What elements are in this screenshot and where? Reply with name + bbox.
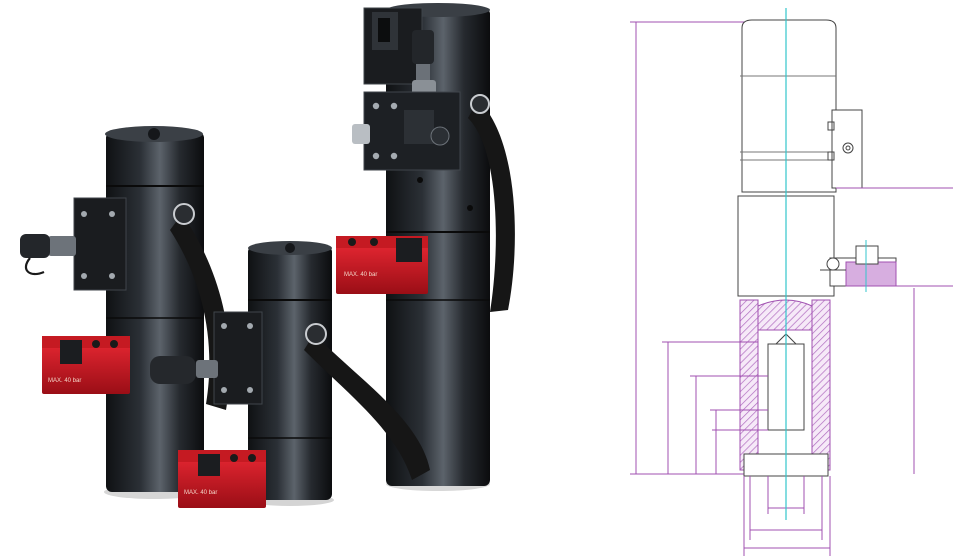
- pressure-label: MAX. 40 bar: [184, 490, 217, 496]
- technical-drawing: [630, 8, 953, 556]
- tall-tensioner: MAX. 40 bar: [336, 3, 515, 491]
- strap: [468, 100, 515, 312]
- small-tensioner: MAX. 40 bar: [150, 241, 430, 508]
- pressure-label: MAX. 40 bar: [48, 378, 81, 384]
- red-bracket: MAX. 40 bar: [336, 236, 428, 294]
- hydraulic-coupler-icon: [20, 234, 76, 276]
- large-tensioner: MAX. 40 bar: [20, 126, 230, 499]
- red-bracket: MAX. 40 bar: [42, 336, 130, 394]
- red-bracket: MAX. 40 bar: [178, 450, 266, 508]
- pressure-label: MAX. 40 bar: [344, 272, 377, 278]
- strap: [304, 334, 430, 480]
- hydraulic-coupler-icon: [150, 356, 218, 384]
